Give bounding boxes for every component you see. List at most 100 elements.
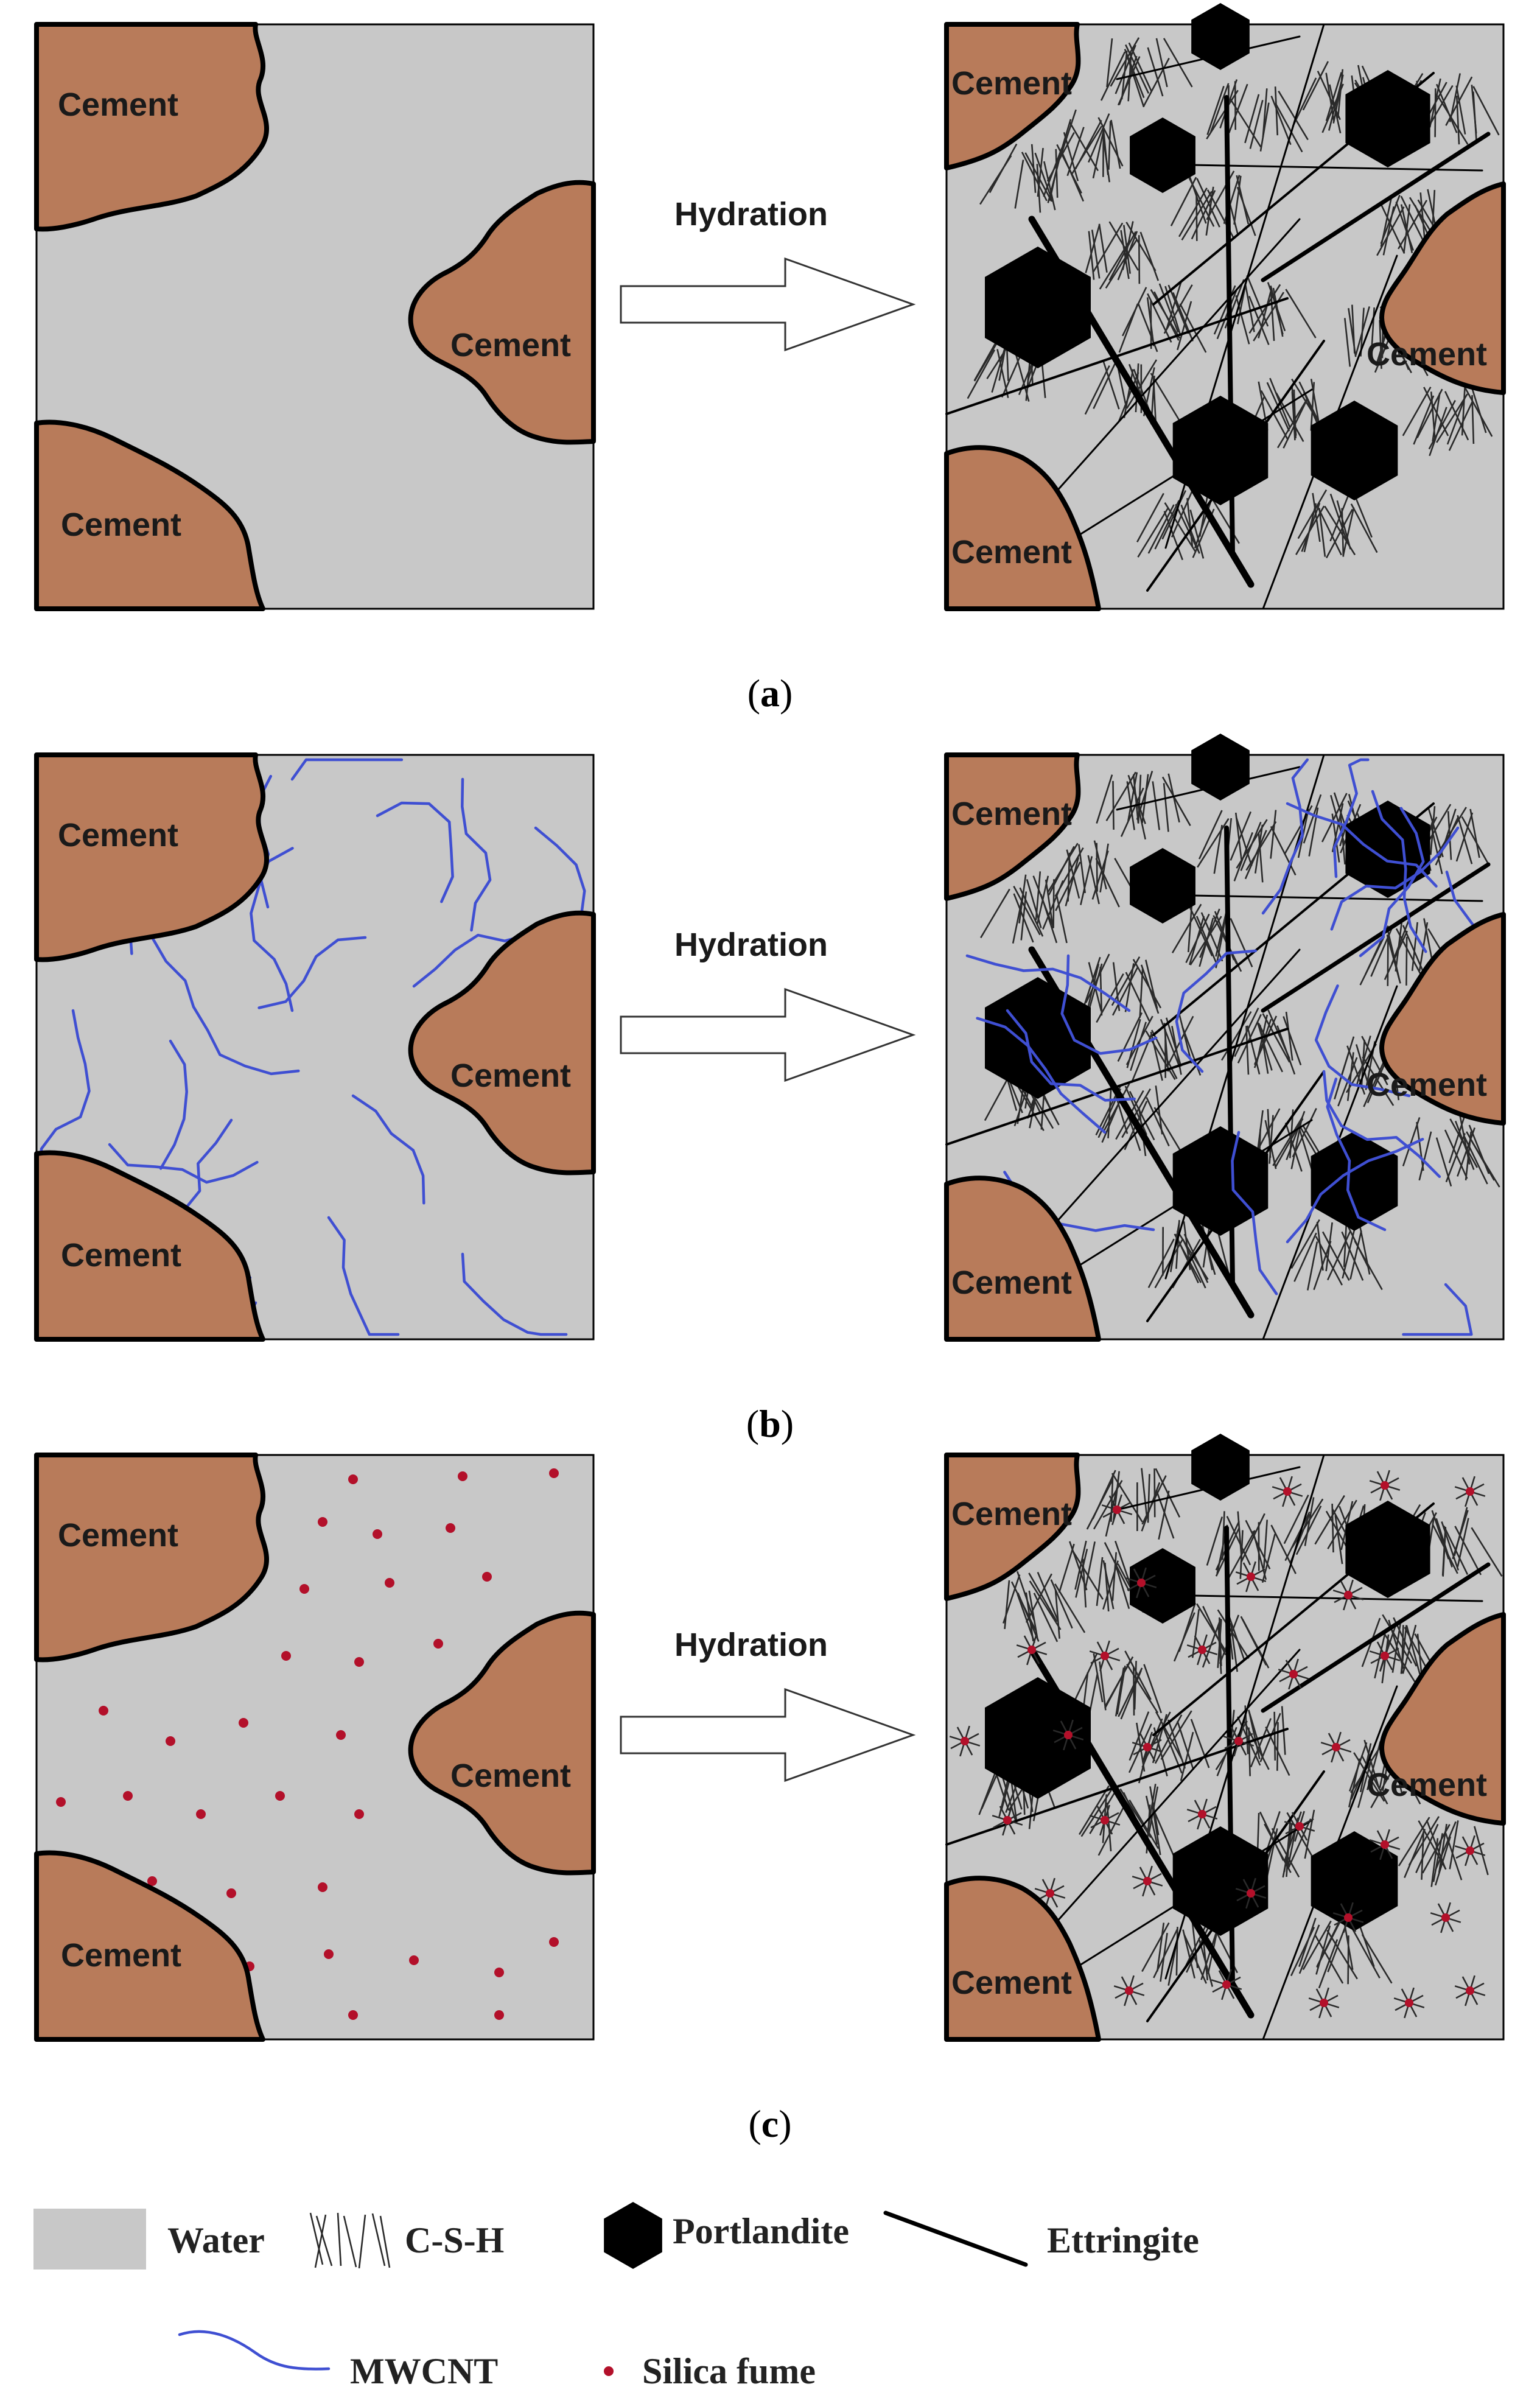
cement-label: Cement: [450, 1758, 571, 1794]
silica-fume-particle: [1247, 1889, 1255, 1898]
cement-label: Cement: [951, 65, 1072, 102]
arrow-shape: [621, 989, 913, 1081]
cement-label: Cement: [1367, 1067, 1487, 1103]
silica-fume-particle: [348, 2010, 358, 2020]
panel-caption: (a): [747, 671, 793, 715]
silica-fume-particle: [1283, 1487, 1292, 1496]
silica-fume-particle: [433, 1639, 443, 1649]
silica-fume-particle: [1143, 1877, 1152, 1885]
silica-fume-particle: [373, 1529, 382, 1539]
cement-label: Cement: [58, 817, 178, 853]
cement-label: Cement: [58, 1517, 178, 1554]
silica-fume-particle: [281, 1651, 291, 1661]
silica-fume-particle: [1064, 1731, 1073, 1739]
silica-fume-particle: [1405, 1999, 1413, 2007]
panel-a: CementCementCementHydrationCementCementC…: [37, 3, 1503, 715]
legend-csh-swatch: [310, 2213, 390, 2268]
arrow-shape: [621, 1689, 913, 1781]
silica-fume-particle: [1198, 1810, 1206, 1818]
silica-fume-particle: [1466, 1986, 1474, 1995]
legend-water-swatch: [33, 2209, 146, 2270]
legend-ettringite-swatch: [886, 2213, 1026, 2265]
arrow-shape: [621, 259, 913, 350]
silica-fume-particle: [1289, 1670, 1298, 1678]
cement-label: Cement: [61, 506, 181, 543]
silica-fume-particle: [318, 1517, 327, 1527]
silica-fume-particle: [494, 2010, 504, 2020]
hydration-label: Hydration: [674, 927, 828, 963]
silica-fume-particle: [123, 1791, 133, 1801]
silica-fume-particle: [1046, 1889, 1054, 1898]
silica-fume-particle: [1101, 1652, 1109, 1660]
silica-fume-particle: [1381, 1481, 1389, 1490]
silica-fume-particle: [1381, 1652, 1389, 1660]
silica-fume-particle: [961, 1737, 969, 1745]
cement-label: Cement: [1367, 1767, 1487, 1803]
silica-fume-particle: [99, 1706, 108, 1716]
cement-label: Cement: [951, 1496, 1072, 1532]
panel-caption: (b): [746, 1402, 794, 1445]
silica-fume-particle: [1295, 1822, 1304, 1831]
silica-fume-particle: [166, 1736, 175, 1746]
silica-fume-particle: [1101, 1816, 1109, 1824]
silica-fume-particle: [409, 1955, 419, 1965]
silica-fume-particle: [1143, 1743, 1152, 1751]
legend-water-label: Water: [167, 2220, 265, 2260]
cement-label: Cement: [61, 1237, 181, 1274]
cement-label: Cement: [951, 796, 1072, 832]
silica-fume-particle: [354, 1809, 364, 1819]
cement-label: Cement: [450, 1057, 571, 1094]
silica-fume-particle: [458, 1471, 467, 1481]
silica-fume-particle: [1344, 1591, 1353, 1599]
legend-mwcnt-label: MWCNT: [350, 2351, 498, 2391]
legend-mwcnt-swatch: [180, 2332, 329, 2369]
silica-fume-particle: [239, 1718, 248, 1728]
cement-label: Cement: [61, 1937, 181, 1974]
silica-fume-particle: [1125, 1986, 1133, 1995]
legend-portlandite-swatch: [604, 2202, 662, 2269]
silica-fume-particle: [1332, 1743, 1340, 1751]
silica-fume-particle: [1113, 1505, 1121, 1514]
silica-fume-particle: [354, 1657, 364, 1667]
silica-fume-particle: [1198, 1646, 1206, 1654]
silica-fume-particle: [1247, 1572, 1255, 1581]
panel-c: CementCementCementHydrationCementCementC…: [37, 1434, 1503, 2145]
cement-label: Cement: [1367, 336, 1487, 373]
silica-fume-particle: [1234, 1737, 1243, 1745]
silica-fume-particle: [196, 1809, 206, 1819]
silica-fume-particle: [1381, 1840, 1389, 1849]
silica-fume-particle: [1441, 1913, 1450, 1922]
cement-label: Cement: [951, 1965, 1072, 2001]
silica-fume-particle: [1137, 1579, 1146, 1587]
silica-fume-particle: [299, 1584, 309, 1594]
silica-fume-particle: [385, 1578, 394, 1588]
silica-fume-particle: [1344, 1913, 1353, 1922]
cement-label: Cement: [58, 86, 178, 123]
silica-fume-particle: [226, 1888, 236, 1898]
hydration-arrow: Hydration: [621, 196, 913, 350]
silica-fume-particle: [1027, 1646, 1036, 1654]
silica-fume-particle: [336, 1730, 346, 1740]
legend-portlandite-label: Portlandite: [673, 2211, 849, 2251]
hydration-label: Hydration: [674, 196, 828, 233]
panel-b: CementCementCementHydrationCementCementC…: [37, 734, 1503, 1445]
cement-label: Cement: [450, 327, 571, 363]
silica-fume-particle: [1466, 1846, 1474, 1855]
silica-fume-particle: [494, 1968, 504, 1977]
hydration-arrow: Hydration: [621, 1627, 913, 1781]
legend-silica-fume-label: Silica fume: [642, 2351, 816, 2391]
legend-ettringite-label: Ettringite: [1047, 2220, 1199, 2260]
panel-caption: (c): [748, 2102, 791, 2145]
silica-fume-particle: [348, 1474, 358, 1484]
silica-fume-particle: [1222, 1980, 1231, 1989]
silica-fume-particle: [482, 1572, 492, 1582]
